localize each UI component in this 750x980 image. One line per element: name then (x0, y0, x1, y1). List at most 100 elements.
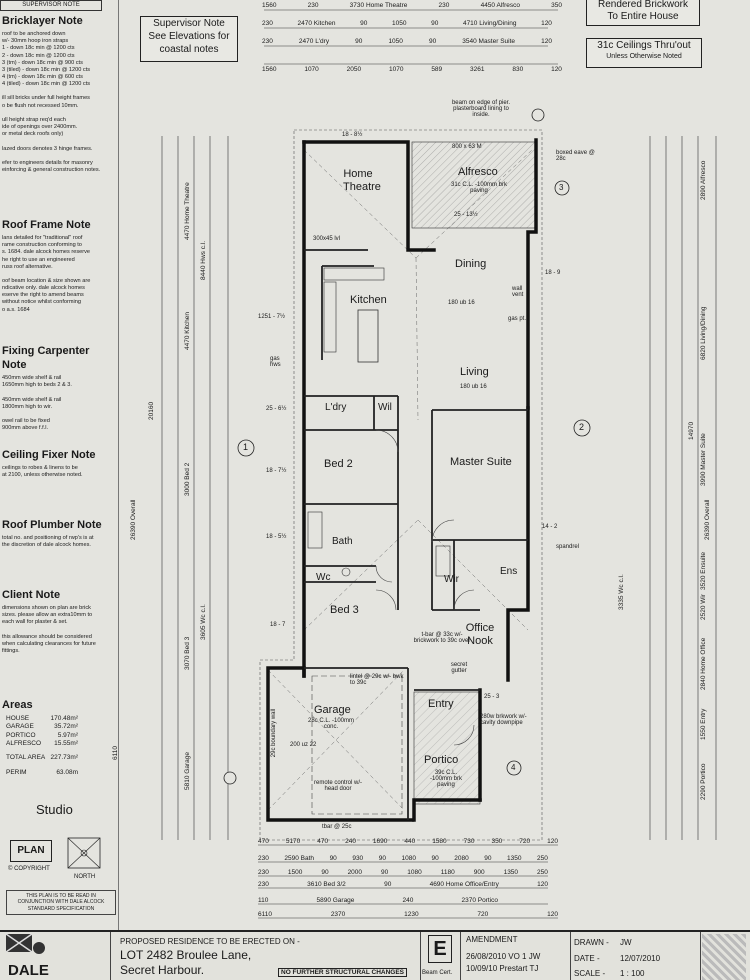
drawn-value: JW (620, 938, 632, 947)
area-value: 35.72m² (54, 723, 78, 731)
remote-control-note: remote control w/-head door (313, 780, 362, 792)
room-bed-3: Bed 3 (330, 604, 359, 616)
areas-title: Areas (2, 699, 33, 711)
studio-label: Studio (36, 802, 73, 817)
bricklayer-line: w/- 30mm hoop iron straps (2, 38, 69, 45)
north-label: NORTH (74, 874, 96, 880)
room-wil: Wil (378, 402, 392, 413)
ceiling-fixer-note: Ceiling Fixer Note ceilings to robes & l… (2, 448, 116, 479)
dimension-value: 250 (537, 869, 548, 876)
bricklayer-line: 1 - down 18c min @ 1200 cts (2, 45, 75, 52)
quality-stamp-icon (702, 934, 746, 980)
room-portico: Portico (424, 754, 459, 766)
dimension-value: 3540 Master Suite (462, 38, 516, 45)
bricklayer-line: o be flush not recessed 10mm. (2, 102, 79, 109)
secret-gutter-label: secret gutter (450, 662, 468, 674)
dimension-value: 2470 L'dry (298, 38, 330, 45)
room-ensuite: Ens (500, 566, 518, 577)
area-value: 15.55m² (54, 740, 78, 748)
area-name: GARAGE (6, 723, 34, 731)
roof-frame-line: oof beam location & size shown are (2, 278, 91, 285)
fixing-carpenter-line: 450mm wide shelf & rail (2, 375, 62, 382)
fixing-carpenter-note: Fixing Carpenter Note 450mm wide shelf &… (2, 344, 116, 432)
conjunction-note: THIS PLAN IS TO BE READ IN CONJUNCTION W… (6, 890, 116, 916)
beam-annotation: beam on edge of pier. plasterboard linin… (451, 100, 511, 118)
dimension-value: 2370 (330, 911, 346, 918)
ceilings-callout: 31c Ceilings Thru'out Unless Otherwise N… (586, 38, 702, 68)
brickwork-line2: To Entire House (607, 11, 679, 22)
dimension-value: 250 (537, 855, 548, 862)
roof-frame-line: he right to use an engineered (2, 256, 75, 263)
areas-perim: PERIM 63.08m (6, 769, 78, 777)
fixing-carpenter-line: 1800mm high to wir. (2, 403, 53, 410)
dimension-value: 120 (541, 20, 552, 27)
room-dining: Dining (455, 258, 487, 270)
roof-frame-line: o a.s. 1684 (2, 306, 30, 313)
amendment-2: 10/09/10 Prestart TJ (466, 964, 539, 973)
right-dimension-label: 2520 Wir (700, 593, 707, 620)
dimension-value: 90 (384, 881, 392, 888)
amendment-1: 26/08/2010 VO 1 JW (466, 952, 541, 961)
fixing-carpenter-line: 1650mm high to beds 2 & 3. (2, 382, 72, 389)
left-dimension-label: 3070 Bed 3 (184, 636, 191, 670)
dimension-value: 230 (307, 2, 319, 9)
dimension-value: 2370 Portico (461, 897, 498, 904)
bricklayer-line: ill sill bricks under full height frames (2, 95, 90, 102)
dimension-value: 1500 (287, 869, 303, 876)
grid-marker-2 (573, 419, 591, 437)
scale-label: SCALE - (574, 969, 606, 978)
drawing-info-cell: DRAWN - JW DATE - 12/07/2010 SCALE - 1 :… (570, 932, 701, 980)
supervisor-note-tab: SUPERVISOR NOTE (0, 0, 102, 11)
dimension-value: 90 (378, 855, 386, 862)
notes-column: SUPERVISOR NOTE Bricklayer Note roof to … (0, 0, 119, 930)
no-changes-stamp: NO FURTHER STRUCTURAL CHANGES (278, 968, 408, 977)
dimension-value: 2590 Bath (284, 855, 315, 862)
dimension-value: 1350 (507, 855, 522, 862)
wall-vent-label: wall vent (512, 286, 524, 298)
bricklayer-line: efer to engineers details for masonry (2, 159, 93, 166)
beam-cert-label: Beam Cert. (422, 970, 453, 976)
dimension-value: 230 (438, 2, 450, 9)
plan-button[interactable]: PLAN (10, 840, 52, 862)
dimension-value: 1050 (391, 20, 407, 27)
angle-1: 18 - 8½ (342, 132, 363, 138)
bricklayer-line: einforcing & general construction notes. (2, 167, 101, 174)
bricklayer-line: roof to be anchored down (2, 31, 66, 38)
dimension-value: 240 (402, 897, 414, 904)
brickwork-downpipe-note: 280w brkwork w/- cavity downpipe (480, 714, 527, 726)
dimension-value: 440 (404, 838, 416, 845)
left-dimension-label: 5810 Garage (184, 752, 191, 790)
roof-plumber-title: Roof Plumber Note (2, 519, 102, 531)
dimension-value: 5170 (285, 838, 301, 845)
toilet-icon (341, 567, 351, 577)
amendment-cell: AMENDMENT 26/08/2010 VO 1 JW 10/09/10 Pr… (460, 932, 571, 980)
dimension-value: 90 (381, 869, 389, 876)
areas-total-value: 227.73m² (50, 754, 78, 762)
grid-marker-3-label: 3 (559, 183, 564, 192)
grid-marker-1-label: 1 (243, 442, 249, 452)
brand-cell: DALE (0, 932, 111, 980)
lintel-note: lintel @ 29c w/- bwk to 39c (350, 674, 404, 686)
left-dimension-label: 20160 (148, 401, 155, 420)
dimension-value: 6110 (258, 911, 272, 918)
garage-spec: 28c C.L. -100mm conc. (307, 718, 355, 730)
supervisor-callout-line2: See Elevations for (148, 31, 230, 42)
scale-value: 1 : 100 (620, 969, 645, 978)
dimension-value: 1690 (372, 838, 388, 845)
bricklayer-note: Bricklayer Note roof to be anchored down… (2, 14, 116, 174)
dimension-value: 1560 (262, 66, 277, 73)
right-dimension-label: 3990 Master Suite (700, 433, 707, 486)
right-dimension-label: 2890 Alfresco (700, 160, 707, 200)
ceiling-fixer-line: ceilings to robes & linens to be (2, 465, 78, 472)
dimension-value: 240 (345, 838, 356, 845)
brickwork-line1: Rendered Brickwork (597, 0, 689, 10)
client-line: each wall for plaster & set. (2, 619, 68, 626)
area-name: PORTICO (6, 731, 36, 739)
lvl-beam: 300x45 lvl (313, 236, 341, 242)
floor-plan-drawing (161, 9, 717, 919)
proposed-label: PROPOSED RESIDENCE TO BE ERECTED ON - (120, 937, 300, 946)
